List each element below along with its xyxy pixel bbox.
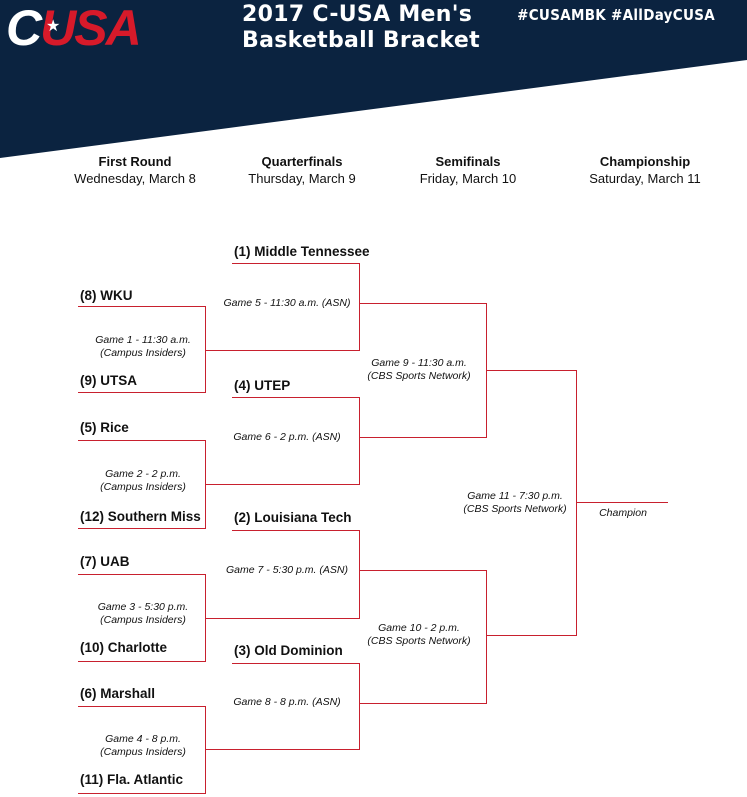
team-uab: (7) UAB bbox=[80, 554, 130, 569]
game-time: Game 9 - 11:30 a.m. bbox=[371, 357, 467, 369]
round-date: Wednesday, March 8 bbox=[74, 171, 196, 186]
game-3-label: Game 3 - 5:30 p.m. (Campus Insiders) bbox=[68, 601, 218, 627]
bracket-line bbox=[359, 530, 360, 619]
cusa-logo: CUSA bbox=[6, 0, 142, 56]
bracket-line bbox=[205, 706, 206, 794]
team-fla-atlantic: (11) Fla. Atlantic bbox=[80, 772, 184, 787]
game-1-label: Game 1 - 11:30 a.m. (Campus Insiders) bbox=[68, 334, 218, 360]
bracket-line bbox=[359, 397, 360, 485]
round-name: Semifinals bbox=[435, 154, 501, 169]
team-marshall: (6) Marshall bbox=[80, 686, 156, 701]
game-time: Game 3 - 5:30 p.m. bbox=[97, 601, 189, 613]
bracket-line bbox=[205, 618, 360, 619]
bracket-line bbox=[232, 263, 360, 264]
bracket-line bbox=[576, 370, 577, 636]
game-time: Game 10 - 2 p.m. bbox=[378, 622, 460, 634]
game-network: (CBS Sports Network) bbox=[367, 635, 471, 647]
bracket-line bbox=[205, 749, 360, 750]
bracket-line bbox=[359, 570, 486, 571]
game-10-label: Game 10 - 2 p.m. (CBS Sports Network) bbox=[344, 622, 494, 648]
team-charlotte: (10) Charlotte bbox=[80, 640, 168, 655]
round-header-semifinals: Semifinals Friday, March 10 bbox=[378, 153, 558, 187]
round-date: Friday, March 10 bbox=[419, 171, 517, 186]
bracket-line bbox=[576, 502, 668, 503]
game-6-label: Game 6 - 2 p.m. (ASN) bbox=[212, 431, 362, 444]
page-title-line1: 2017 C-USA Men's bbox=[242, 2, 473, 27]
champion-text: Champion bbox=[599, 507, 647, 519]
game-network: (Campus Insiders) bbox=[100, 481, 186, 493]
round-name: Quarterfinals bbox=[261, 154, 343, 169]
round-name: Championship bbox=[599, 154, 691, 169]
bracket-line bbox=[205, 306, 206, 393]
bracket-line bbox=[205, 350, 360, 351]
bracket-line bbox=[205, 484, 360, 485]
bracket-line bbox=[78, 706, 206, 707]
logo-letters-usa: USA bbox=[40, 0, 142, 56]
game-11-label: Game 11 - 7:30 p.m. (CBS Sports Network) bbox=[440, 490, 590, 516]
bracket-line bbox=[359, 437, 486, 438]
game-time: Game 11 - 7:30 p.m. bbox=[467, 490, 563, 502]
round-name: First Round bbox=[98, 154, 172, 169]
team-utsa: (9) UTSA bbox=[80, 373, 137, 388]
game-network: (Campus Insiders) bbox=[100, 746, 186, 758]
bracket-line bbox=[78, 574, 206, 575]
team-rice: (5) Rice bbox=[80, 420, 129, 435]
game-network: (CBS Sports Network) bbox=[367, 370, 471, 382]
bracket-line bbox=[359, 263, 360, 351]
game-time: Game 4 - 8 p.m. bbox=[105, 733, 181, 745]
game-time: Game 2 - 2 p.m. bbox=[105, 468, 181, 480]
bracket-line bbox=[78, 661, 206, 662]
bracket-line bbox=[78, 793, 206, 794]
team-wku: (8) WKU bbox=[80, 288, 133, 303]
bracket-line bbox=[486, 370, 577, 371]
game-2-label: Game 2 - 2 p.m. (Campus Insiders) bbox=[68, 468, 218, 494]
game-time: Game 6 - 2 p.m. (ASN) bbox=[233, 431, 341, 443]
game-network: (Campus Insiders) bbox=[100, 347, 186, 359]
header-banner bbox=[0, 0, 747, 158]
team-utep: (4) UTEP bbox=[234, 378, 291, 393]
game-time: Game 8 - 8 p.m. (ASN) bbox=[233, 696, 341, 708]
bracket-line bbox=[486, 570, 487, 704]
game-time: Game 7 - 5:30 p.m. (ASN) bbox=[226, 564, 348, 576]
team-middle-tennessee: (1) Middle Tennessee bbox=[234, 244, 370, 259]
round-header-first: First Round Wednesday, March 8 bbox=[45, 153, 225, 187]
logo-letter-c: C bbox=[6, 0, 42, 56]
round-date: Thursday, March 9 bbox=[248, 171, 356, 186]
bracket-line bbox=[78, 306, 206, 307]
bracket-line bbox=[486, 635, 577, 636]
champion-label: Champion bbox=[578, 507, 668, 520]
bracket-line bbox=[78, 440, 206, 441]
bracket-line bbox=[359, 703, 486, 704]
game-time: Game 5 - 11:30 a.m. (ASN) bbox=[223, 297, 351, 309]
bracket-line bbox=[232, 663, 360, 664]
team-old-dominion: (3) Old Dominion bbox=[234, 643, 343, 658]
round-header-quarterfinals: Quarterfinals Thursday, March 9 bbox=[212, 153, 392, 187]
team-louisiana-tech: (2) Louisiana Tech bbox=[234, 510, 352, 525]
game-network: (Campus Insiders) bbox=[100, 614, 186, 626]
game-time: Game 1 - 11:30 a.m. bbox=[95, 334, 191, 346]
game-8-label: Game 8 - 8 p.m. (ASN) bbox=[212, 696, 362, 709]
team-southern-miss: (12) Southern Miss bbox=[80, 509, 201, 524]
game-9-label: Game 9 - 11:30 a.m. (CBS Sports Network) bbox=[344, 357, 494, 383]
bracket-line bbox=[232, 397, 360, 398]
round-date: Saturday, March 11 bbox=[589, 171, 701, 186]
page-title-line2: Basketball Bracket bbox=[242, 28, 480, 53]
round-header-championship: Championship Saturday, March 11 bbox=[555, 153, 735, 187]
game-5-label: Game 5 - 11:30 a.m. (ASN) bbox=[212, 297, 362, 310]
game-network: (CBS Sports Network) bbox=[463, 503, 567, 515]
bracket-line bbox=[232, 530, 360, 531]
bracket-line bbox=[78, 528, 206, 529]
bracket-line bbox=[78, 392, 206, 393]
bracket-line bbox=[359, 303, 486, 304]
game-7-label: Game 7 - 5:30 p.m. (ASN) bbox=[212, 564, 362, 577]
star-icon: ★ bbox=[46, 18, 61, 35]
hashtags: #CUSAMBK #AllDayCUSA bbox=[517, 6, 715, 24]
bracket-line bbox=[359, 663, 360, 750]
game-4-label: Game 4 - 8 p.m. (Campus Insiders) bbox=[68, 733, 218, 759]
